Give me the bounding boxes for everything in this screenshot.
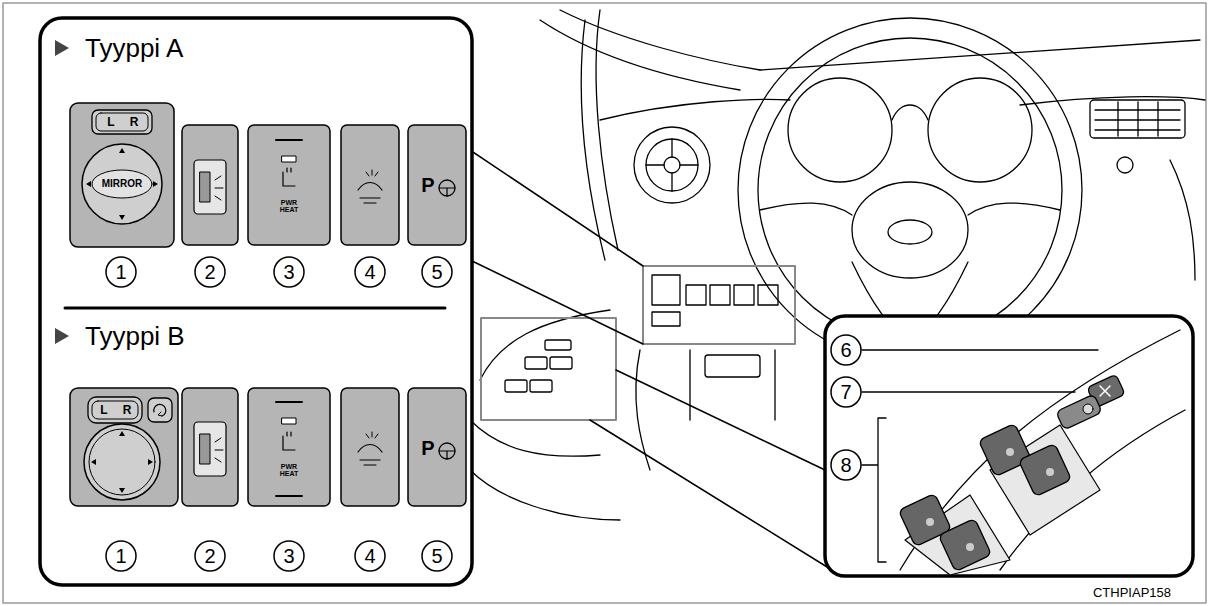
door-switch-panel (898, 330, 1185, 575)
callout-number: 2 (204, 546, 215, 566)
divider (65, 307, 445, 310)
switch-marking: MIRROR (102, 179, 143, 189)
type-heading: Tyyppi B (85, 323, 185, 349)
callout-circles (831, 335, 861, 480)
triangle-bullet (55, 40, 69, 56)
figure-code: CTHPIAP158 (1093, 586, 1171, 599)
inset-panel (40, 18, 472, 585)
switch-marking: L (107, 116, 114, 128)
callout-number: 6 (840, 340, 851, 360)
switch-marking: P (421, 438, 434, 458)
callout-number: 4 (364, 546, 375, 566)
switch-marking: R (123, 404, 132, 416)
outer-frame (3, 3, 1206, 603)
callout-number: 5 (431, 546, 442, 566)
leader-lines (862, 350, 1098, 562)
callout-number: 1 (115, 546, 126, 566)
switch-marking: R (130, 116, 139, 128)
callout-circles (106, 257, 452, 571)
window-switch-inset (825, 316, 1193, 576)
callout-number: 1 (115, 262, 126, 282)
switch-row-b (70, 388, 466, 506)
switch-marking: L (100, 404, 107, 416)
callout-number: 8 (840, 455, 851, 475)
callout-number: 5 (431, 262, 442, 282)
switch-marking: PWR HEAT (278, 199, 300, 213)
callout-number: 3 (283, 262, 294, 282)
zoom-lines (455, 140, 840, 575)
switch-marking: P (421, 175, 434, 195)
callout-number: 7 (840, 382, 851, 402)
callout-number: 2 (204, 262, 215, 282)
callout-number: 3 (283, 546, 294, 566)
type-heading: Tyyppi A (85, 35, 183, 61)
switch-marking: PWR HEAT (278, 463, 300, 477)
callout-number: 4 (364, 262, 375, 282)
triangle-bullet (55, 328, 69, 344)
switch-row-a (70, 103, 466, 247)
